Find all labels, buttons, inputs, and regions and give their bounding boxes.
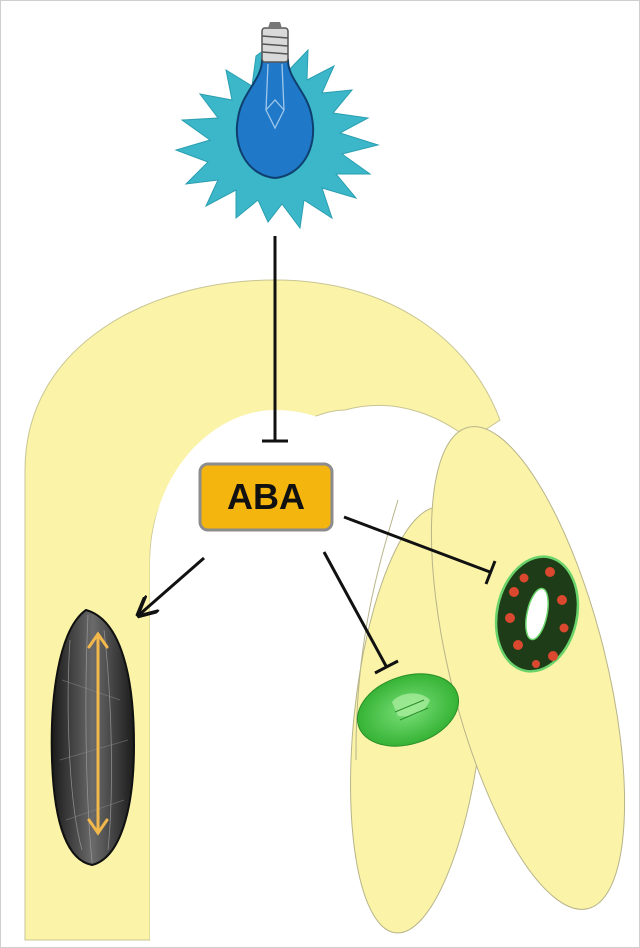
bulb-base — [262, 22, 288, 62]
aba-node — [200, 464, 332, 530]
light-bulb-icon — [176, 22, 378, 228]
